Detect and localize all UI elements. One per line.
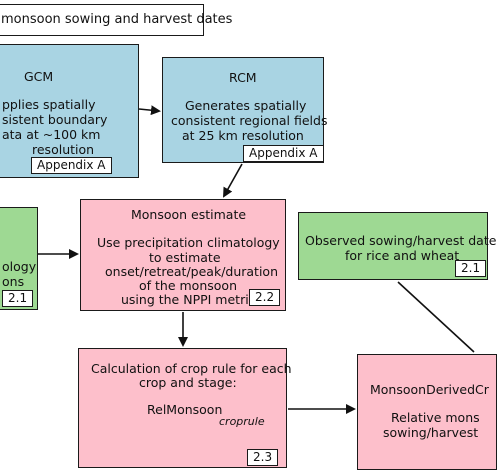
- precip-climatology-box: ology ons 2.1: [0, 207, 38, 310]
- crop-rule-line1: Calculation of crop rule for each: [91, 361, 292, 376]
- monsoon-estimate-line2: to estimate: [149, 250, 221, 265]
- crop-rule-box: Calculation of crop rule for each crop a…: [78, 348, 292, 468]
- diagram-title-box: monsoon sowing and harvest dates: [0, 4, 232, 36]
- crop-rule-line2: crop and stage:: [139, 375, 237, 390]
- gcm-text-line4: resolution: [32, 142, 95, 157]
- monsoon-estimate-line5: using the NPPI metric: [121, 292, 256, 307]
- precip-climatology-line2: ons: [2, 274, 25, 289]
- observed-dates-box: Observed sowing/harvest date for rice an…: [298, 212, 496, 280]
- gcm-heading: GCM: [24, 69, 54, 84]
- arrow-rcm-to-monsoon: [223, 163, 243, 198]
- rcm-heading: RCM: [229, 70, 257, 85]
- arrow-gcm-to-rcm: [138, 105, 161, 116]
- rcm-box: RCM Generates spatially consistent regio…: [162, 57, 328, 163]
- rcm-appendix-tag: Appendix A: [243, 145, 324, 162]
- monsoon-derived-line2: Relative mons: [391, 410, 480, 425]
- monsoon-estimate-line3: onset/retreat/peak/duration: [105, 264, 279, 279]
- rcm-text-line3: at 25 km resolution: [182, 128, 304, 143]
- observed-dates-line2: for rice and wheat: [345, 248, 460, 263]
- gcm-box: GCM pplies spatially sistent boundary at…: [0, 44, 139, 178]
- monsoon-estimate-section-tag: 2.2: [249, 289, 281, 306]
- gcm-text-line2: sistent boundary: [2, 112, 108, 127]
- rcm-text-line2: consistent regional fields: [171, 113, 328, 128]
- monsoon-derived-line3: sowing/harvest: [383, 425, 479, 440]
- crop-rule-section-tag: 2.3: [247, 449, 279, 466]
- monsoon-estimate-heading: Monsoon estimate: [131, 207, 247, 222]
- observed-dates-line1: Observed sowing/harvest date: [305, 233, 497, 248]
- line-observed-to-derived: [397, 281, 475, 353]
- monsoon-estimate-line4: of the monsoon: [139, 278, 237, 293]
- gcm-text-line1: pplies spatially: [2, 97, 96, 112]
- rcm-text-line1: Generates spatially: [185, 98, 307, 113]
- gcm-text-line3: ata at ~100 km: [2, 127, 101, 142]
- monsoon-estimate-box: Monsoon estimate Use precipitation clima…: [80, 199, 286, 311]
- monsoon-derived-line1: MonsoonDerivedCr: [370, 382, 489, 397]
- gcm-appendix-tag: Appendix A: [31, 157, 112, 174]
- monsoon-derived-crop-box: MonsoonDerivedCr Relative mons sowing/ha…: [357, 354, 497, 470]
- crop-rule-subscript: croprule: [219, 415, 265, 428]
- crop-rule-function: RelMonsoon: [147, 402, 223, 417]
- precip-climatology-line1: ology: [2, 259, 37, 274]
- observed-dates-section-tag: 2.1: [455, 260, 487, 277]
- monsoon-estimate-line1: Use precipitation climatology: [97, 235, 280, 250]
- diagram-title: monsoon sowing and harvest dates: [1, 12, 233, 27]
- precip-climatology-section-tag: 2.1: [2, 290, 34, 307]
